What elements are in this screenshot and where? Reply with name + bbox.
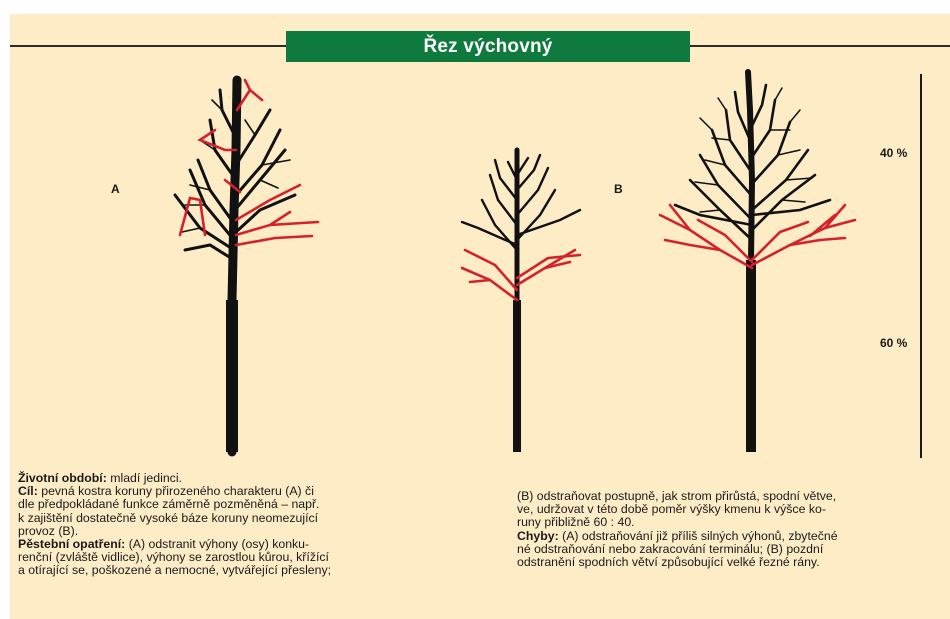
tree-a-twig: [245, 120, 255, 135]
tree-middle-cut-branch: [465, 250, 517, 290]
tree-b-twig: [778, 150, 800, 155]
tree-b-twig: [695, 182, 718, 185]
tree-middle-cut-branch: [462, 268, 517, 300]
trunk-ratio-label: 60 %: [880, 336, 907, 350]
measures-text-1: (A) odstranit výhony (osy) konku-: [125, 537, 309, 551]
height-scale-line: [920, 74, 922, 458]
tree-a-branch: [185, 245, 234, 260]
tree-b-twig: [718, 98, 726, 110]
tree-middle-branch: [517, 155, 540, 190]
life-period-text: mladí jedinci.: [107, 471, 182, 485]
tree-middle: [462, 150, 580, 452]
errors-line-1: Chyby: (A) odstraňování již příliš silný…: [517, 530, 950, 543]
measures-line-3: a otírající se, poškozené a nemocné, vyt…: [18, 564, 488, 577]
tree-a-trunk-base: [226, 300, 238, 452]
goal-label: Cíl:: [18, 484, 38, 498]
goal-line-3: k zajištění dostatečně vysoké báze korun…: [18, 512, 488, 525]
tree-a-cut-branch: [236, 222, 318, 235]
tree-a-cut-branch: [250, 90, 262, 100]
tree-middle-trunk: [513, 300, 521, 452]
right-text-column: (B) odstraňovat postupně, jak strom přir…: [517, 490, 950, 569]
tree-a-twig: [182, 228, 200, 232]
tree-b-trunk: [746, 260, 756, 452]
tree-b-label: B: [614, 182, 623, 196]
tree-a-twig: [260, 180, 278, 188]
crown-ratio-label: 40 %: [880, 146, 907, 160]
tree-a: [175, 80, 318, 452]
tree-b-branch: [752, 200, 830, 215]
goal-line-2: dle předpokládané funkce záměrně pozměně…: [18, 498, 488, 511]
goal-text-1: pevná kostra koruny přirozeného charakte…: [38, 484, 314, 498]
tree-b-twig: [775, 88, 782, 100]
life-period-label: Životní období:: [18, 471, 107, 485]
errors-line-3: odstranění spodních větví způsobující ve…: [517, 556, 950, 569]
tree-a-cut-branch: [200, 130, 236, 150]
tree-middle-branch: [517, 210, 580, 235]
errors-label: Chyby:: [517, 529, 559, 543]
pruning-illustration: [0, 0, 950, 460]
errors-text-1: (A) odstraňování již příliš silných výho…: [559, 529, 838, 543]
tree-middle-branch: [462, 222, 517, 245]
tree-a-cut-branch: [236, 236, 312, 245]
tree-b-twig: [790, 110, 800, 122]
tree-b-twig: [782, 200, 805, 202]
left-text-column: Životní období: mladí jedinci. Cíl: pevn…: [18, 472, 488, 578]
tree-b: [660, 72, 855, 452]
tree-b-twig: [700, 118, 712, 130]
tree-middle-branch: [495, 160, 517, 200]
tree-middle-cut-branch: [470, 280, 490, 282]
tree-b-twig: [705, 160, 725, 165]
tree-a-label: A: [111, 182, 120, 196]
tree-b-twig: [700, 210, 720, 212]
tree-a-cut-branch: [236, 185, 300, 220]
measures-label: Pěstební opatření:: [18, 537, 125, 551]
